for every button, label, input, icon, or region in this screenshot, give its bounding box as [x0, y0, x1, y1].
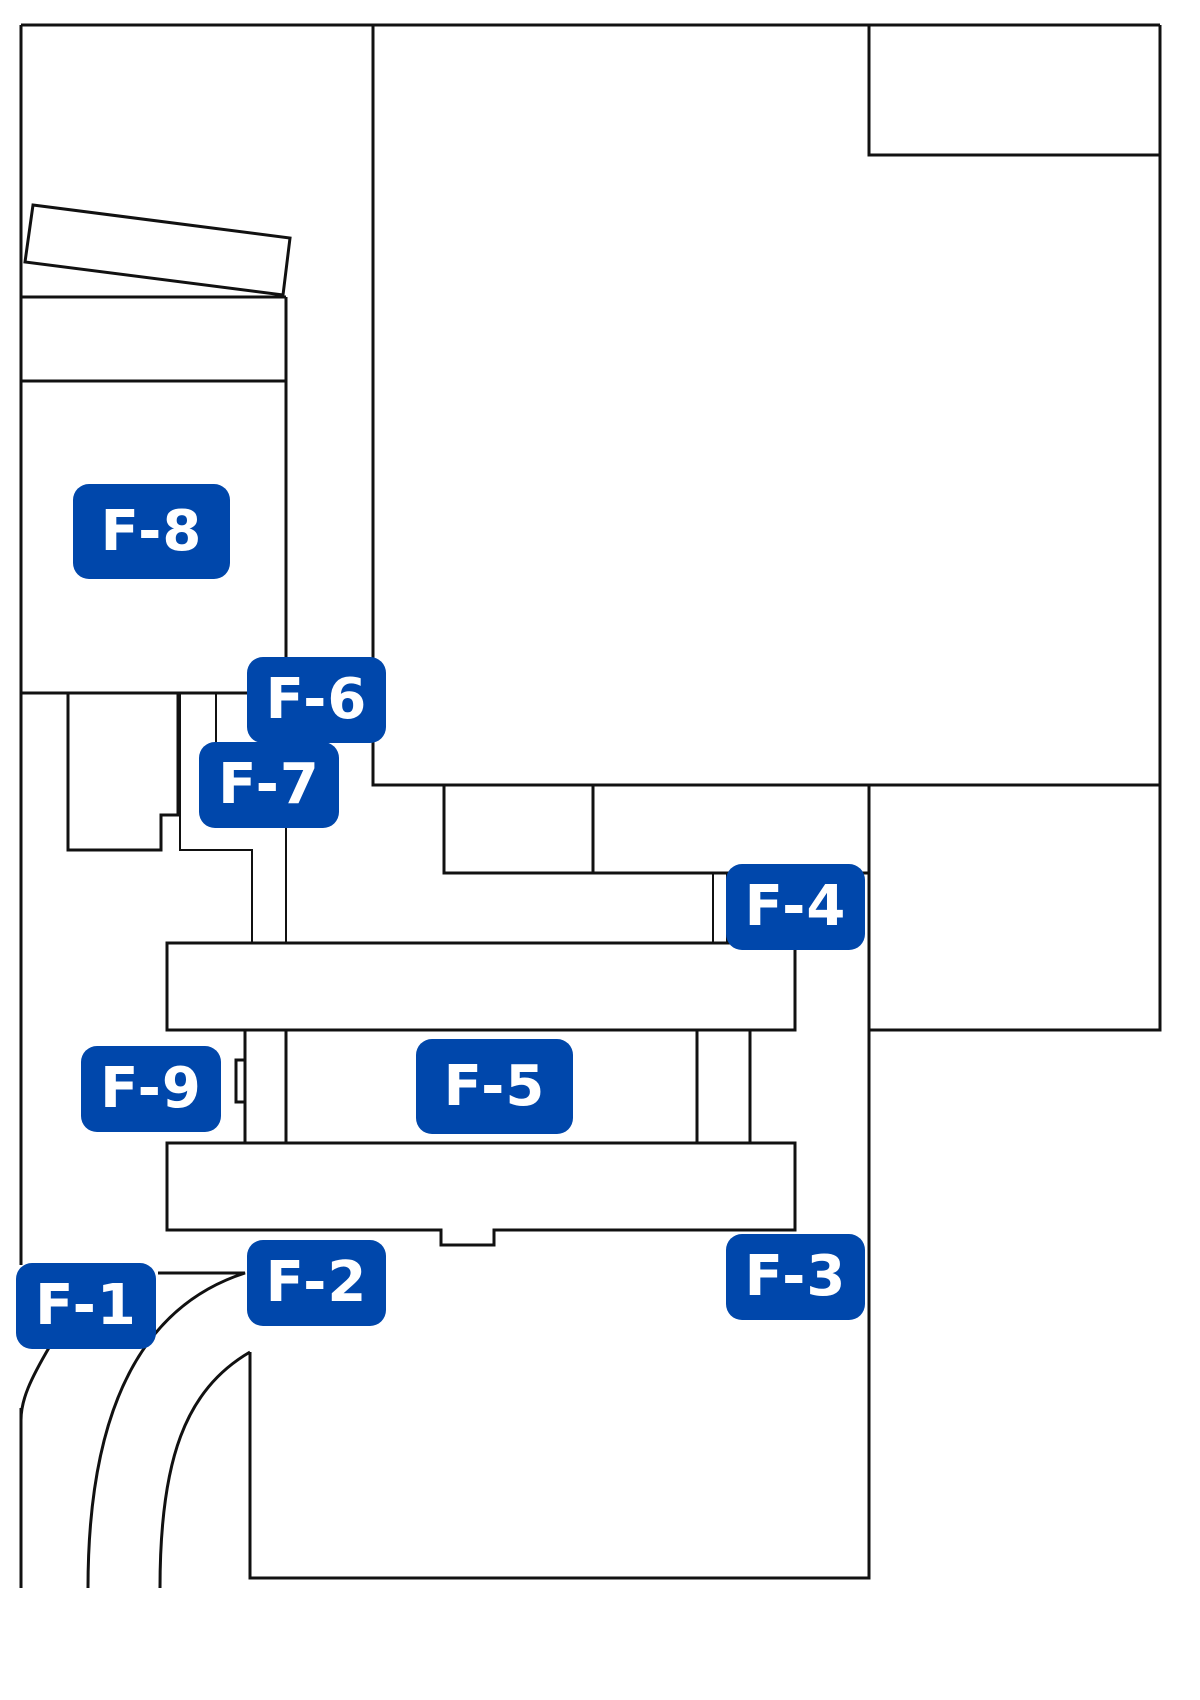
- stair-outline: [179, 693, 253, 943]
- main-building: [371, 25, 1162, 787]
- northeast-room: [867, 25, 1160, 157]
- lower-bar: [165, 1141, 797, 1247]
- tilted-structure: [23, 203, 292, 297]
- east-annex: [867, 785, 1162, 1032]
- left-cell-notch: [234, 1058, 245, 1104]
- road-outer-curve: [19, 1345, 52, 1421]
- label-f3[interactable]: F-3: [726, 1234, 865, 1320]
- right-cell: [695, 1030, 752, 1143]
- left-cell: [243, 1030, 288, 1143]
- label-f1[interactable]: F-1: [16, 1263, 156, 1349]
- label-f4[interactable]: F-4: [726, 864, 865, 950]
- label-f8[interactable]: F-8: [73, 484, 230, 579]
- small-room-a: [66, 693, 180, 852]
- road-inner-curve: [158, 1350, 251, 1589]
- label-f6[interactable]: F-6: [247, 657, 386, 743]
- central-room-a: [442, 785, 595, 875]
- label-f5[interactable]: F-5: [416, 1039, 573, 1134]
- road-middle-curve: [86, 1271, 246, 1589]
- east-corridor-wall: [248, 785, 871, 1580]
- label-f7[interactable]: F-7: [199, 742, 339, 828]
- upper-bar: [165, 941, 797, 1032]
- corridor-marks: [712, 873, 728, 943]
- label-f9[interactable]: F-9: [81, 1046, 221, 1132]
- label-f2[interactable]: F-2: [247, 1240, 386, 1326]
